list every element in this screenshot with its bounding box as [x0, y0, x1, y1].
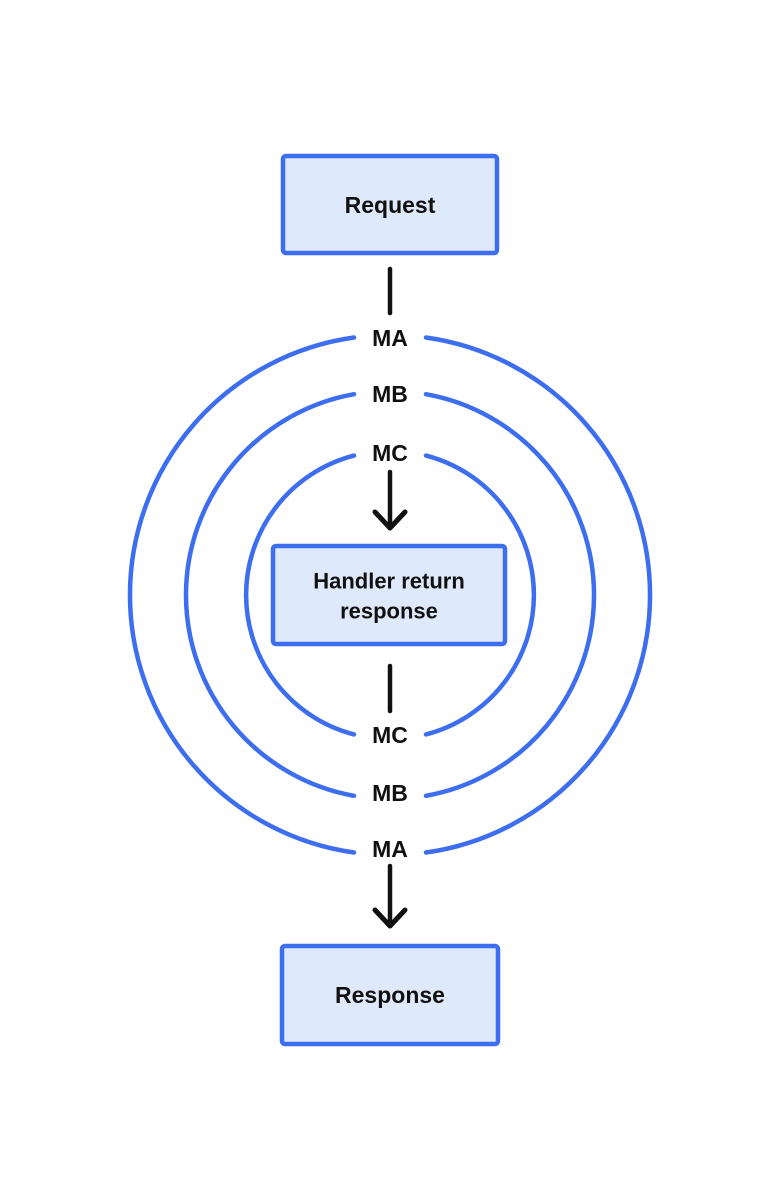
- handler-label-line2: response: [340, 599, 438, 624]
- response-label: Response: [335, 982, 445, 1008]
- middleware-label-bottom-ma: MA: [372, 836, 408, 862]
- middleware-label-bottom-mb: MB: [372, 780, 408, 806]
- middleware-label-top-ma: MA: [372, 325, 408, 351]
- rings-to-handler-arrowhead-icon: [372, 509, 408, 531]
- middleware-label-top-mc: MC: [372, 440, 408, 466]
- response-node-box: [279, 943, 501, 1047]
- ring-mc-right: [423, 453, 537, 737]
- request-node-box: [280, 153, 500, 256]
- middleware-rings: [127, 335, 653, 855]
- ring-mc-left: [243, 453, 357, 737]
- flow-connectors: [372, 266, 408, 929]
- middleware-label-bottom-mc: MC: [372, 722, 408, 748]
- ring-ma-left: [127, 335, 357, 855]
- ring-mb-left: [183, 391, 357, 799]
- diagram-labels: Request MA MB MC Handler return response…: [313, 192, 465, 1008]
- handler-label-line1: Handler return: [313, 569, 465, 594]
- ring-ma-right: [423, 335, 653, 855]
- middleware-label-top-mb: MB: [372, 381, 408, 407]
- request-label: Request: [345, 192, 436, 218]
- handler-node-box: [270, 543, 508, 647]
- rings-to-response-arrowhead-icon: [372, 907, 408, 929]
- ring-mb-right: [423, 391, 597, 799]
